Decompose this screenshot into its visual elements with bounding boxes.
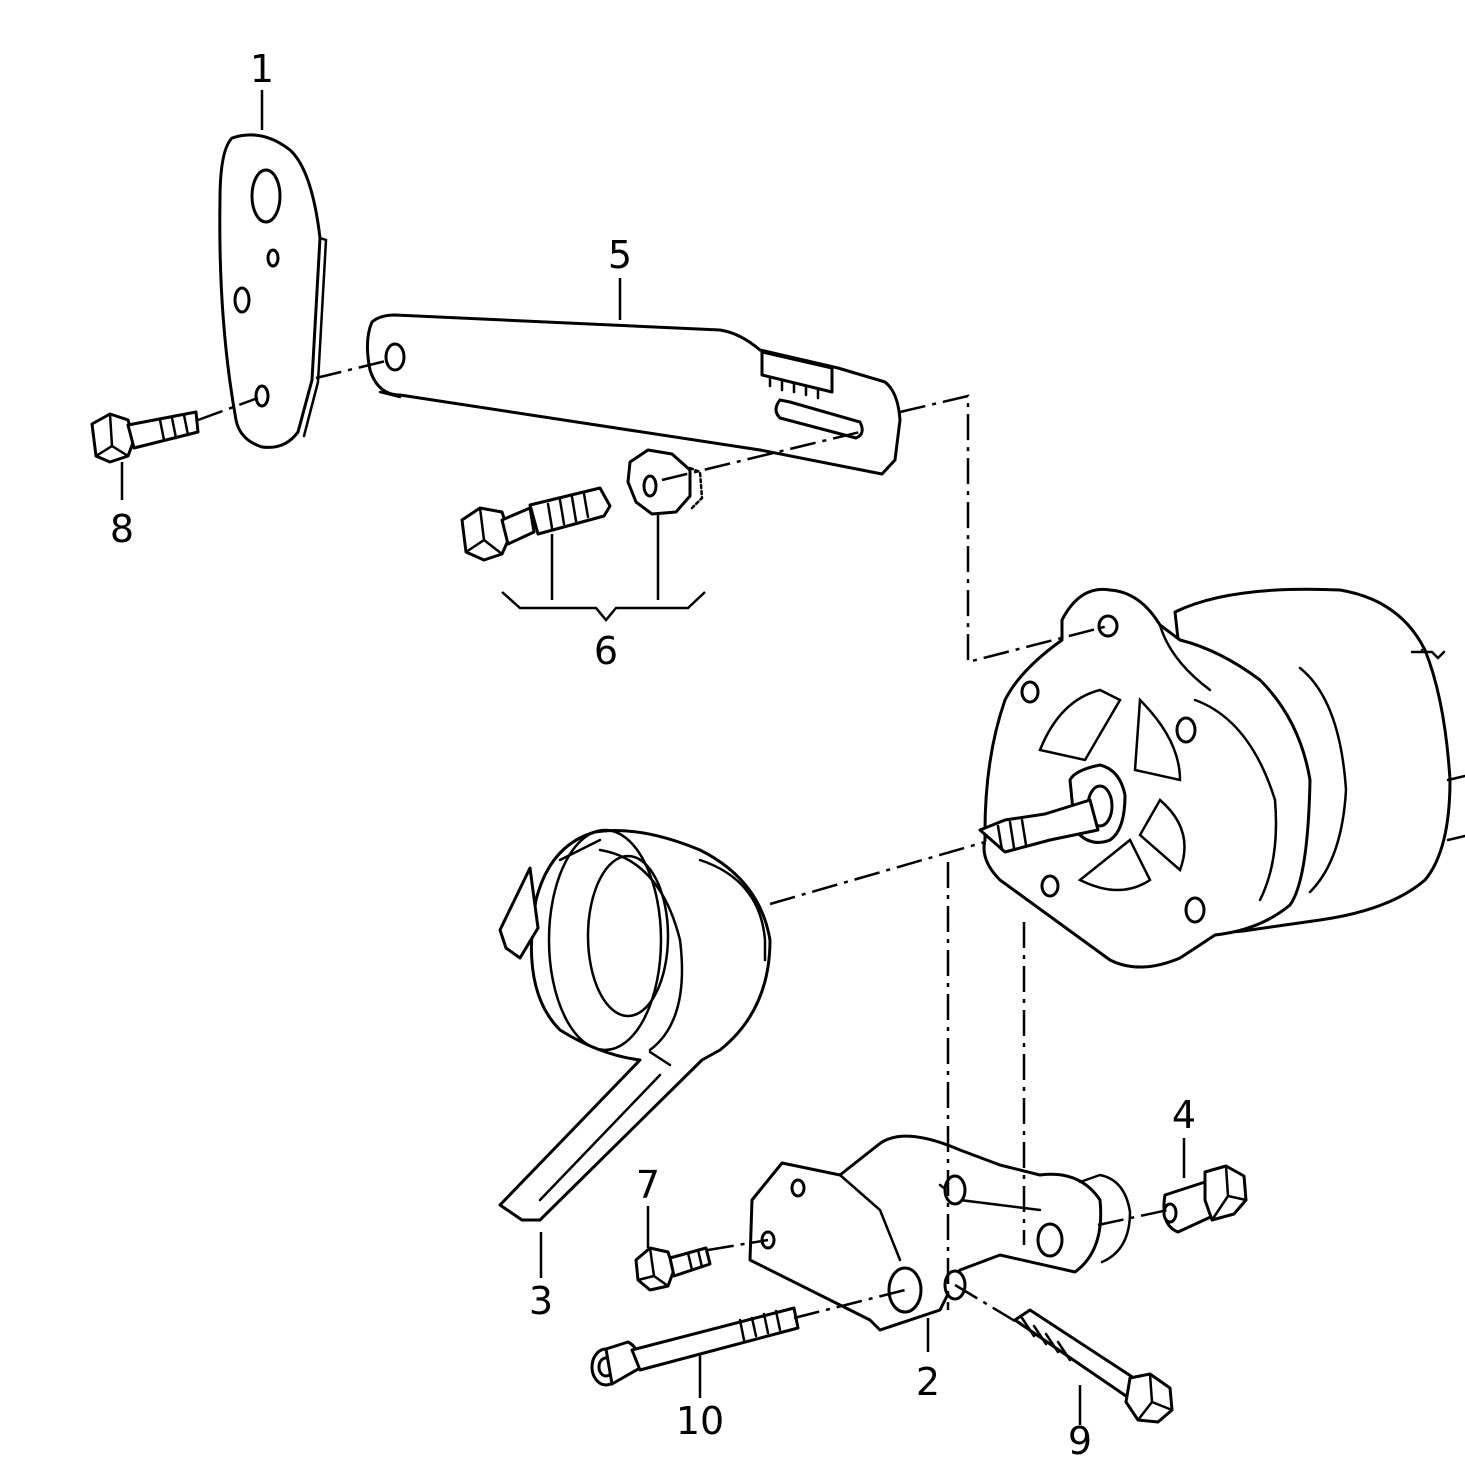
bushing-screw-part-4[interactable] bbox=[1162, 1164, 1248, 1234]
bolt-part-9[interactable] bbox=[1013, 1308, 1174, 1424]
callout-1: 1 bbox=[250, 47, 274, 91]
callout-6: 6 bbox=[594, 629, 618, 673]
bolt-and-nut-part-6[interactable] bbox=[460, 448, 704, 562]
callout-labels: 1 2 3 4 5 6 7 8 9 10 bbox=[110, 47, 1196, 1458]
callout-7: 7 bbox=[636, 1163, 660, 1207]
alternator[interactable] bbox=[978, 587, 1465, 969]
callout-3: 3 bbox=[529, 1279, 553, 1323]
adjusting-bracket-part-5[interactable] bbox=[365, 313, 902, 476]
assembly-lines bbox=[197, 358, 1169, 1332]
callout-8: 8 bbox=[110, 507, 134, 551]
callout-10: 10 bbox=[676, 1399, 724, 1443]
callout-4: 4 bbox=[1172, 1093, 1196, 1137]
belt-pulley-part-3[interactable] bbox=[498, 828, 772, 1222]
callout-2: 2 bbox=[916, 1360, 940, 1404]
lower-bracket-part-2[interactable] bbox=[748, 1134, 1132, 1332]
callout-9: 9 bbox=[1068, 1419, 1092, 1458]
bolt-part-8[interactable] bbox=[90, 410, 200, 464]
bolt-part-7[interactable] bbox=[634, 1246, 712, 1292]
long-bolt-part-10[interactable] bbox=[590, 1306, 800, 1387]
leader-lines bbox=[120, 90, 1186, 1425]
mounting-plate-part-1[interactable] bbox=[218, 133, 328, 449]
callout-5: 5 bbox=[608, 233, 632, 277]
